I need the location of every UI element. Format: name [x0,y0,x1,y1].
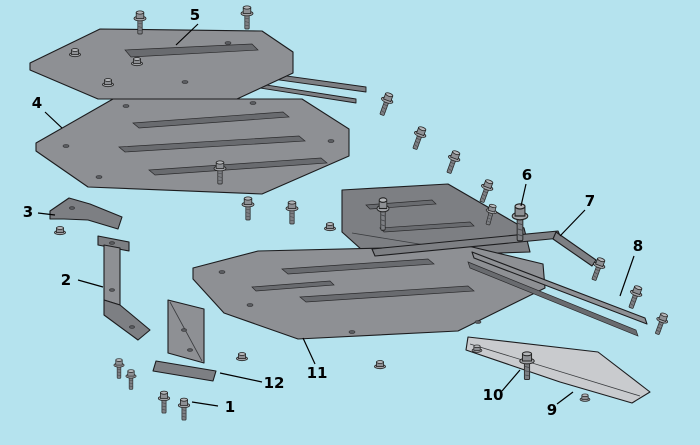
nut-icon [374,360,386,370]
nut-icon [69,48,81,58]
bolt-icon [240,5,254,30]
nut-icon [324,222,336,232]
part-main-skid-plate [192,245,546,340]
bolt-icon [624,283,645,311]
part-gusset-bracket [152,299,217,382]
callout-label: 2 [61,271,71,289]
part-middle-skid-plate [35,98,350,195]
nut-icon [54,226,66,236]
bolt-icon [475,177,496,205]
callout-label: 10 [483,386,504,404]
bolt-icon [113,358,125,379]
part-angle-strip [49,197,123,230]
part-angle-bar [467,251,648,337]
callout-label: 12 [264,374,285,392]
bolt-icon [408,124,429,152]
part-long-rod [371,230,597,267]
part-bent-channel [465,336,651,404]
nut-icon [579,393,591,402]
bolt-icon [177,397,191,421]
callout-12: 12 [219,372,285,392]
callout-7: 7 [559,192,595,237]
nut-icon [471,344,483,353]
callout-label: 9 [547,401,557,419]
callout-label: 5 [190,6,200,24]
bolt-icon [375,90,396,118]
callout-6: 6 [520,166,532,207]
callout-10: 10 [483,369,521,404]
nut-icon [236,352,248,362]
part-top-skid-plate [29,28,367,104]
nut-icon [102,78,114,88]
callout-label: 11 [307,364,328,382]
callout-2: 2 [61,271,104,289]
callout-label: 7 [585,192,595,210]
callout-label: 3 [23,203,33,221]
bolt-icon [651,311,671,337]
callout-11: 11 [302,337,328,382]
part-z-bracket [97,235,151,341]
bolt-icon [442,148,463,176]
callout-3: 3 [23,203,56,221]
callout-label: 6 [522,166,532,184]
nut-icon [131,57,143,67]
callout-label: 4 [32,94,42,112]
callout-1: 1 [191,398,235,416]
callout-label: 1 [225,398,235,416]
callout-label: 8 [633,237,643,255]
bolt-icon [241,196,255,221]
callout-8: 8 [619,237,643,297]
callout-4: 4 [32,94,63,129]
bolt-icon [285,200,299,225]
callout-5: 5 [175,6,200,46]
callout-9: 9 [547,391,574,419]
bolt-icon [157,390,171,414]
bolt-icon [125,369,137,390]
